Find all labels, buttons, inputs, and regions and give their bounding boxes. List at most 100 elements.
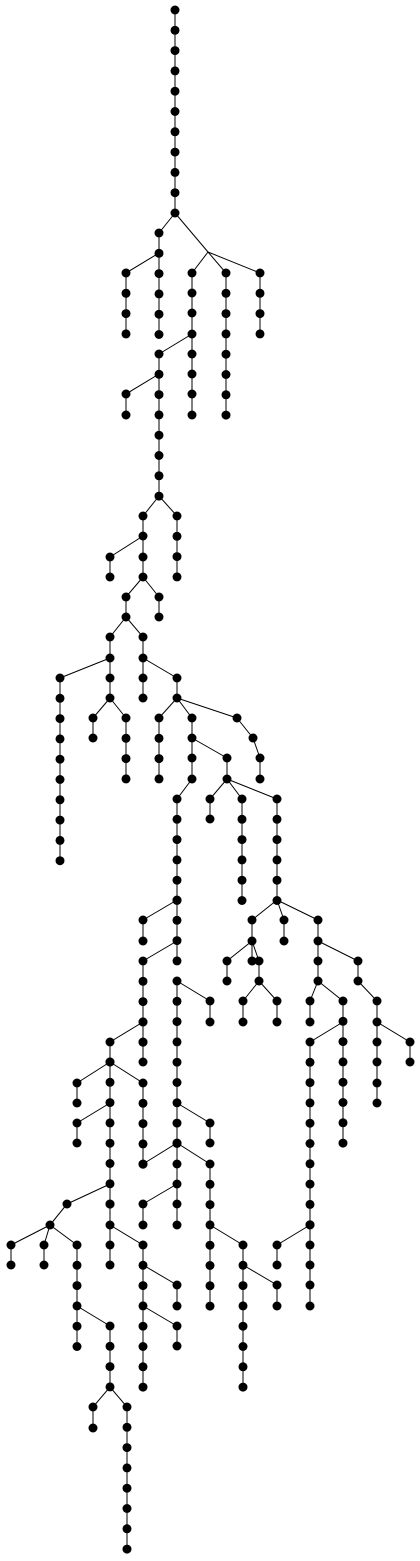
tree-edge	[49, 1224, 78, 1246]
tree-node	[138, 1159, 148, 1169]
tree-edge	[207, 251, 261, 274]
tree-node	[187, 713, 197, 723]
tree-edge	[142, 1142, 178, 1165]
tree-node	[172, 572, 182, 582]
tree-node	[205, 814, 215, 824]
tree-edge	[125, 252, 160, 274]
tree-node	[62, 1199, 72, 1209]
tree-node	[172, 875, 182, 885]
tree-node	[72, 1138, 82, 1148]
tree-edge	[191, 737, 228, 759]
tree-node	[154, 248, 164, 258]
tree-edge	[109, 1224, 144, 1246]
tree-node	[55, 856, 65, 866]
tree-node	[122, 1402, 132, 1412]
tree-node	[272, 996, 282, 1006]
tree-node	[105, 1037, 115, 1047]
tree-node	[121, 268, 131, 278]
tree-node	[88, 1402, 98, 1412]
tree-node	[305, 1179, 315, 1189]
tree-node	[205, 1281, 215, 1291]
tree-node	[88, 733, 98, 743]
tree-node	[121, 754, 131, 764]
tree-node	[255, 268, 265, 278]
tree-node	[205, 996, 215, 1006]
tree-nodes	[6, 5, 415, 1554]
tree-node	[105, 572, 115, 582]
tree-node	[138, 693, 148, 703]
tree-node	[205, 1179, 215, 1189]
tree-node	[272, 1260, 282, 1270]
tree-edge	[176, 697, 238, 719]
tree-node	[105, 653, 115, 663]
tree-node	[170, 188, 180, 198]
tree-node	[221, 309, 231, 319]
tree-node	[154, 592, 164, 602]
tree-edge	[142, 899, 178, 921]
tree-edge	[125, 373, 160, 395]
tree-node	[172, 915, 182, 925]
tree-node	[187, 774, 197, 784]
tree-node	[172, 531, 182, 541]
tree-node	[187, 308, 197, 318]
tree-node	[205, 1301, 215, 1311]
tree-node	[338, 1057, 348, 1067]
tree-node	[170, 25, 180, 35]
tree-node	[338, 1037, 348, 1047]
tree-edge	[142, 1183, 178, 1205]
tree-node	[255, 774, 265, 784]
tree-edge	[376, 1021, 411, 1043]
tree-node	[338, 1077, 348, 1087]
tree-node	[305, 1118, 315, 1128]
tree-node	[187, 389, 197, 399]
tree-node	[272, 794, 282, 804]
tree-node	[154, 471, 164, 481]
tree-edge	[142, 940, 178, 962]
tree-node	[154, 733, 164, 743]
tree-node	[255, 309, 265, 319]
tree-node	[338, 996, 348, 1006]
tree-node	[237, 875, 247, 885]
tree-node	[172, 976, 182, 986]
tree-node	[72, 1321, 82, 1331]
tree-node	[154, 269, 164, 279]
tree-node	[172, 1118, 182, 1128]
tree-node	[121, 309, 131, 319]
tree-node	[172, 1199, 182, 1209]
tree-edge	[158, 333, 193, 355]
tree-node	[172, 996, 182, 1006]
tree-node	[372, 1057, 382, 1067]
tree-node	[170, 46, 180, 56]
tree-node	[121, 733, 131, 743]
tree-node	[122, 1524, 132, 1534]
tree-node	[353, 976, 363, 986]
tree-node	[172, 552, 182, 562]
tree-node	[138, 673, 148, 683]
tree-node	[221, 410, 231, 420]
tree-node	[172, 895, 182, 905]
tree-node	[138, 572, 148, 582]
tree-node	[238, 1260, 248, 1270]
tree-node	[221, 329, 231, 339]
tree-node	[105, 1362, 115, 1372]
tree-node	[138, 1057, 148, 1067]
tree-node	[172, 814, 182, 824]
tree-node	[172, 1138, 182, 1148]
tree-node	[305, 1057, 315, 1067]
tree-node	[138, 1119, 148, 1129]
tree-node	[55, 815, 65, 825]
tree-node	[122, 1443, 132, 1453]
tree-node	[138, 1078, 148, 1088]
tree-node	[172, 1037, 182, 1047]
tree-node	[338, 1098, 348, 1107]
tree-node	[237, 814, 247, 824]
tree-node	[238, 1321, 248, 1331]
tree-node	[154, 774, 164, 784]
tree-node	[205, 794, 215, 804]
tree-node	[187, 329, 197, 339]
tree-node	[105, 1240, 115, 1250]
tree-node	[138, 1362, 148, 1372]
tree-node	[272, 1017, 282, 1027]
tree-node	[105, 1057, 115, 1067]
